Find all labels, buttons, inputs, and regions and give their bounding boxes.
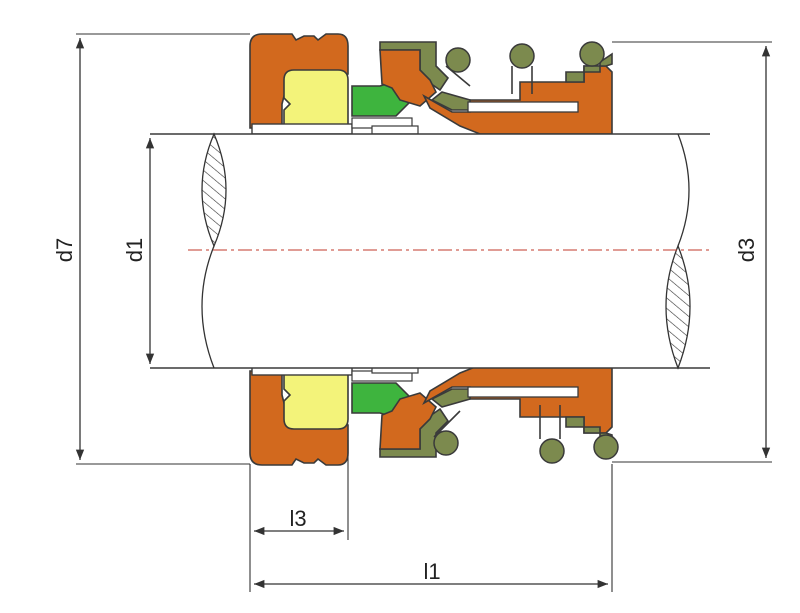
upper-spring-wire-1 xyxy=(445,65,471,87)
upper-bellows-gap2 xyxy=(371,125,419,135)
lower-spring-wire-1 xyxy=(433,410,461,438)
upper-spring-cup-flange xyxy=(565,52,613,83)
shaft xyxy=(150,132,710,370)
upper-inner-channel xyxy=(467,101,579,113)
upper-spring-coil-2 xyxy=(509,43,535,69)
lower-seal-half xyxy=(249,364,619,466)
upper-spring-coil-1 xyxy=(445,47,471,73)
lower-spring-cup xyxy=(430,388,471,408)
l3-label: l3 xyxy=(289,506,306,531)
lower-spring-coil-1 xyxy=(433,430,459,456)
lower-carbon-face xyxy=(283,372,349,430)
shaft-right-break-hatch xyxy=(665,244,691,370)
shaft-right-break-curve xyxy=(677,133,690,247)
d7-label: d7 xyxy=(52,238,77,262)
dimension-d7: d7 xyxy=(52,33,250,465)
dimension-l1: l1 xyxy=(253,464,613,592)
d1-label: d1 xyxy=(122,238,147,262)
upper-seal-half xyxy=(249,33,613,135)
upper-spring-coil-3 xyxy=(579,41,605,67)
lower-spring-cup-flange xyxy=(565,416,613,447)
lower-inner-channel xyxy=(467,386,579,398)
lower-spring-coil-3 xyxy=(593,434,619,460)
dimension-d1: d1 xyxy=(122,138,155,364)
dimension-l3: l3 xyxy=(249,440,349,592)
shaft-body xyxy=(150,134,710,368)
upper-spring-cup xyxy=(430,91,471,111)
l1-label: l1 xyxy=(423,559,440,584)
lower-spring-coil-2 xyxy=(539,438,565,464)
upper-carbon-face xyxy=(283,69,349,127)
dimension-d3: d3 xyxy=(612,41,772,463)
upper-spacer xyxy=(251,123,353,135)
d3-label: d3 xyxy=(734,238,759,262)
shaft-left-break-curve xyxy=(201,245,215,369)
